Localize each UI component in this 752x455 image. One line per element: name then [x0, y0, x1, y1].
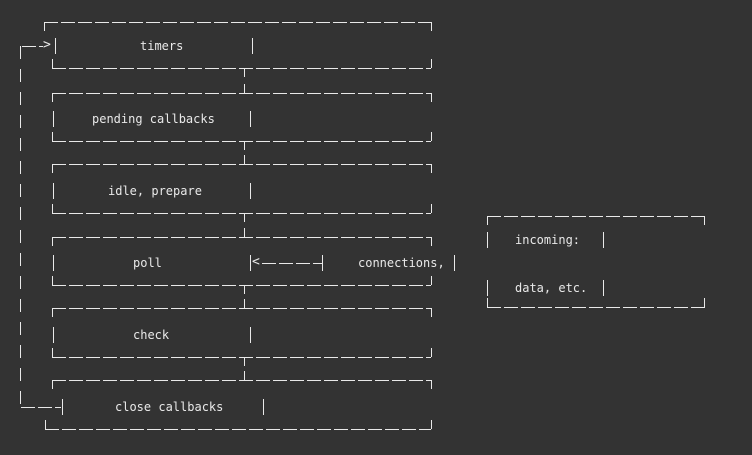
poll-box-bottom-right-stub — [431, 276, 432, 285]
timers-box-bottom-connector-tick — [244, 68, 245, 77]
poll-box-right-bar — [250, 255, 251, 271]
pending-callbacks-box-right-bar — [250, 111, 251, 127]
poll-box-bottom-connector-tick — [244, 285, 245, 294]
timers-box-bottom-left-stub — [52, 59, 53, 68]
pending-callbacks-box-bottom-connector-tick — [244, 141, 245, 150]
idle-prepare-box-top-connector-tick — [244, 155, 245, 164]
close-callbacks-box-top-left-stub — [52, 380, 53, 389]
idle-prepare-box-top-border — [52, 164, 431, 165]
timers-box-left-bar — [55, 38, 56, 54]
timers-box-top-border — [44, 22, 431, 23]
incoming-box-top-border — [487, 216, 705, 217]
loop-arrowhead-icon: > — [43, 37, 51, 53]
poll-box-top-right-stub — [431, 237, 432, 246]
pending-callbacks-box-top-border — [52, 93, 431, 94]
close-callbacks-box-right-bar — [263, 399, 264, 415]
poll-box-top-left-stub — [52, 237, 53, 246]
connections-end-bar — [454, 255, 455, 271]
data-etc-label: data, etc. — [515, 281, 588, 295]
pending-callbacks-box-top-right-stub — [431, 93, 432, 102]
close-callbacks-box-top-right-stub — [431, 380, 432, 389]
check-box-top-border — [52, 308, 431, 309]
check-box-top-right-stub — [431, 308, 432, 317]
loop-left-line — [20, 46, 21, 407]
idle-prepare-box-bottom-border — [52, 213, 431, 214]
incoming-box-row2-right-bar — [603, 280, 604, 296]
incoming-label: incoming: — [515, 233, 581, 247]
close-callbacks-phase-label: close callbacks — [115, 400, 224, 414]
incoming-box-row2-left-bar — [487, 280, 488, 296]
poll-box-bottom-left-stub — [52, 276, 53, 285]
check-phase-label: check — [133, 328, 170, 342]
idle-prepare-box-top-right-stub — [431, 164, 432, 173]
poll-box-bottom-border — [52, 285, 431, 286]
incoming-box-row1-right-bar — [603, 232, 604, 248]
loop-top-line — [22, 46, 43, 47]
timers-box-top-left-stub — [44, 22, 45, 31]
idle-prepare-box-top-left-stub — [52, 164, 53, 173]
timers-box-bottom-border — [52, 68, 431, 69]
incoming-box-bottom-border — [487, 307, 705, 308]
poll-arrow-line — [262, 263, 322, 264]
poll-box-top-connector-tick — [244, 228, 245, 237]
close-callbacks-box-bottom-left-stub — [45, 420, 46, 429]
check-box-bottom-connector-tick — [244, 357, 245, 366]
poll-arrow-source-tick — [322, 255, 323, 271]
check-box-top-left-stub — [52, 308, 53, 317]
idle-prepare-box-right-bar — [250, 183, 251, 199]
close-callbacks-box-bottom-border — [45, 429, 431, 430]
loop-into-close-tick — [62, 399, 63, 415]
poll-phase-label: poll — [133, 256, 162, 270]
timers-box-bottom-right-stub — [431, 59, 432, 68]
close-callbacks-box-top-connector-tick — [244, 371, 245, 380]
poll-box-top-border — [52, 237, 431, 238]
check-box-top-connector-tick — [244, 299, 245, 308]
connections-label: connections, — [358, 256, 445, 270]
check-box-left-bar — [53, 327, 54, 343]
check-box-bottom-left-stub — [52, 348, 53, 357]
idle-prepare-box-bottom-right-stub — [431, 204, 432, 213]
check-box-bottom-right-stub — [431, 348, 432, 357]
close-callbacks-box-top-border — [52, 380, 431, 381]
pending-callbacks-box-top-left-stub — [52, 93, 53, 102]
poll-arrowhead-icon: < — [252, 254, 260, 270]
pending-callbacks-box-top-connector-tick — [244, 84, 245, 93]
incoming-box-bottom-right-stub — [704, 298, 705, 307]
incoming-box-top-left-stub — [487, 216, 488, 225]
idle-prepare-phase-label: idle, prepare — [108, 184, 202, 198]
pending-callbacks-box-bottom-left-stub — [52, 132, 53, 141]
pending-callbacks-phase-label: pending callbacks — [92, 112, 215, 126]
idle-prepare-box-left-bar — [53, 183, 54, 199]
incoming-box-row1-left-bar — [487, 232, 488, 248]
pending-callbacks-box-bottom-right-stub — [431, 132, 432, 141]
timers-box-top-right-stub — [431, 22, 432, 31]
incoming-box-top-right-stub — [704, 216, 705, 225]
timers-box-right-bar — [252, 38, 253, 54]
poll-box-left-bar — [53, 255, 54, 271]
incoming-box-bottom-left-stub — [487, 298, 488, 307]
pending-callbacks-box-bottom-border — [52, 141, 431, 142]
close-callbacks-box-bottom-right-stub — [431, 420, 432, 429]
loop-bottom-line — [21, 407, 61, 408]
check-box-right-bar — [250, 327, 251, 343]
idle-prepare-box-bottom-left-stub — [52, 204, 53, 213]
timers-phase-label: timers — [140, 39, 184, 53]
check-box-bottom-border — [52, 357, 431, 358]
pending-callbacks-box-left-bar — [53, 111, 54, 127]
idle-prepare-box-bottom-connector-tick — [244, 213, 245, 222]
